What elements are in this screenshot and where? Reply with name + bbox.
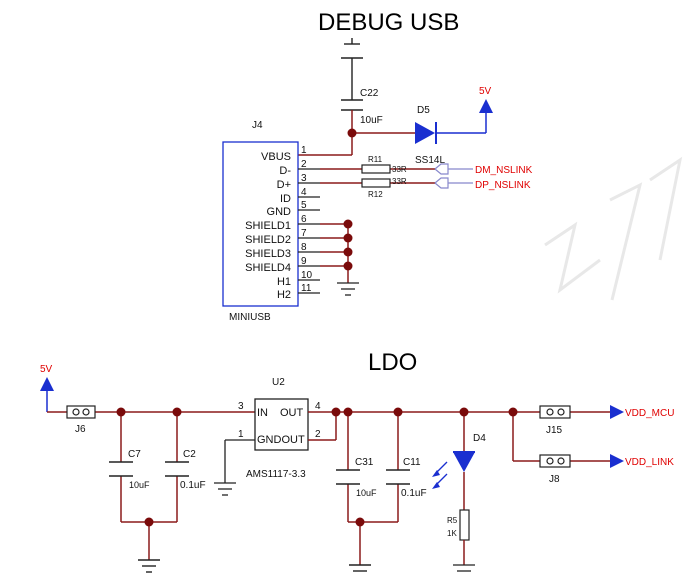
pin-number: 9 — [301, 256, 307, 267]
c7-value: 10uF — [129, 480, 150, 490]
u2-ground — [214, 439, 255, 496]
pin-number: 3 — [301, 173, 307, 184]
r5-value: 1K — [447, 529, 457, 538]
j8-ref: J8 — [549, 474, 560, 485]
pin-number: 2 — [301, 159, 307, 170]
pin-number: 6 — [301, 214, 307, 225]
pin-number: 1 — [301, 145, 307, 156]
regulator-u2-body — [254, 398, 309, 451]
pin-number: 5 — [301, 200, 307, 211]
data-line-wires — [320, 168, 435, 184]
u2-pin-out: OUT — [280, 407, 304, 419]
vdd-mcu-label: VDD_MCU — [625, 408, 674, 419]
junction-c22 — [347, 128, 357, 138]
power-5v-flag-usb — [479, 99, 493, 133]
pin-name: H1 — [277, 276, 291, 288]
pin-name: ID — [280, 193, 291, 205]
u2-pin-num-out2: 2 — [315, 429, 321, 440]
vdd-link-arrow — [610, 454, 624, 468]
r5-ground — [453, 564, 475, 572]
d5-value: SS14L — [415, 155, 445, 166]
c31-ref: C31 — [355, 457, 374, 468]
net-dp-nslink: DP_NSLINK — [475, 180, 531, 191]
capacitor-c22 — [341, 38, 363, 111]
pin-name: D- — [279, 165, 291, 177]
led-d4 — [432, 412, 475, 510]
u2-pin-num-in: 3 — [238, 401, 244, 412]
c11-value: 0.1uF — [401, 488, 427, 499]
pin-name: SHIELD3 — [245, 248, 291, 260]
pin-number: 10 — [301, 270, 313, 281]
debug-usb-title: DEBUG USB — [318, 9, 459, 36]
resistor-r11 — [361, 164, 391, 174]
resistor-r12 — [361, 178, 391, 188]
net-dm-nslink: DM_NSLINK — [475, 165, 533, 176]
jumper-j15 — [539, 405, 571, 419]
u2-pin-num-gnd: 1 — [238, 429, 244, 440]
output-capacitors — [331, 407, 410, 572]
jumper-j8 — [539, 454, 571, 468]
r11-value: 33R — [392, 165, 407, 174]
vdd-mcu-arrow — [610, 405, 624, 419]
u2-pin-num-out: 4 — [315, 401, 321, 412]
r12-ref: R12 — [368, 190, 383, 199]
pin-name: H2 — [277, 289, 291, 301]
net-label-arrows — [434, 163, 473, 189]
resistor-r5 — [459, 509, 470, 541]
d5-ref: D5 — [417, 105, 430, 116]
junction-d4 — [459, 407, 469, 417]
j4-part: MINIUSB — [229, 312, 271, 323]
vdd-link-label: VDD_LINK — [625, 457, 674, 468]
r5-ref: R5 — [447, 516, 458, 525]
ldo-title: LDO — [368, 349, 417, 376]
watermark-strokes — [544, 156, 683, 301]
j4-ref: J4 — [252, 120, 263, 131]
diode-d5 — [415, 122, 486, 144]
c11-ref: C11 — [403, 457, 421, 468]
pin-name: D+ — [277, 179, 291, 191]
r12-value: 33R — [392, 177, 407, 186]
r11-ref: R11 — [368, 155, 383, 164]
j6-ref: J6 — [75, 424, 86, 435]
d4-ref: D4 — [473, 433, 486, 444]
pin-name: SHIELD4 — [245, 262, 291, 274]
pin-name: VBUS — [261, 151, 291, 163]
c7-ref: C7 — [128, 449, 141, 460]
c2-ref: C2 — [183, 449, 196, 460]
pin-name: GND — [267, 206, 292, 218]
pin-number: 11 — [301, 283, 312, 294]
pin-name: SHIELD2 — [245, 234, 291, 246]
pin-number: 4 — [301, 187, 307, 198]
power-5v-label-usb: 5V — [479, 86, 492, 97]
shield-ground-wiring — [320, 219, 359, 296]
u2-ref: U2 — [272, 377, 285, 388]
vbus-wires — [298, 110, 415, 156]
power-5v-flag-ldo — [40, 377, 54, 412]
c31-value: 10uF — [356, 488, 377, 498]
pin-name: SHIELD1 — [245, 220, 291, 232]
j15-ref: J15 — [546, 425, 563, 436]
junction-output-split — [508, 407, 518, 417]
input-capacitors — [109, 407, 189, 573]
power-5v-label-ldo: 5V — [40, 364, 53, 375]
jumper-j6 — [66, 405, 96, 419]
u2-pin-gnd: GNDOUT — [257, 434, 305, 446]
c2-value: 0.1uF — [180, 480, 206, 491]
pin-number: 8 — [301, 242, 307, 253]
pin-number: 7 — [301, 228, 307, 239]
c22-value: 10uF — [360, 115, 383, 126]
j4-pins: VBUS D- D+ ID GND SHIELD1 SHIELD2 SHIELD… — [245, 145, 320, 301]
u2-pin-in: IN — [257, 407, 268, 419]
u2-part: AMS1117-3.3 — [246, 469, 306, 480]
c22-ref: C22 — [360, 88, 379, 99]
